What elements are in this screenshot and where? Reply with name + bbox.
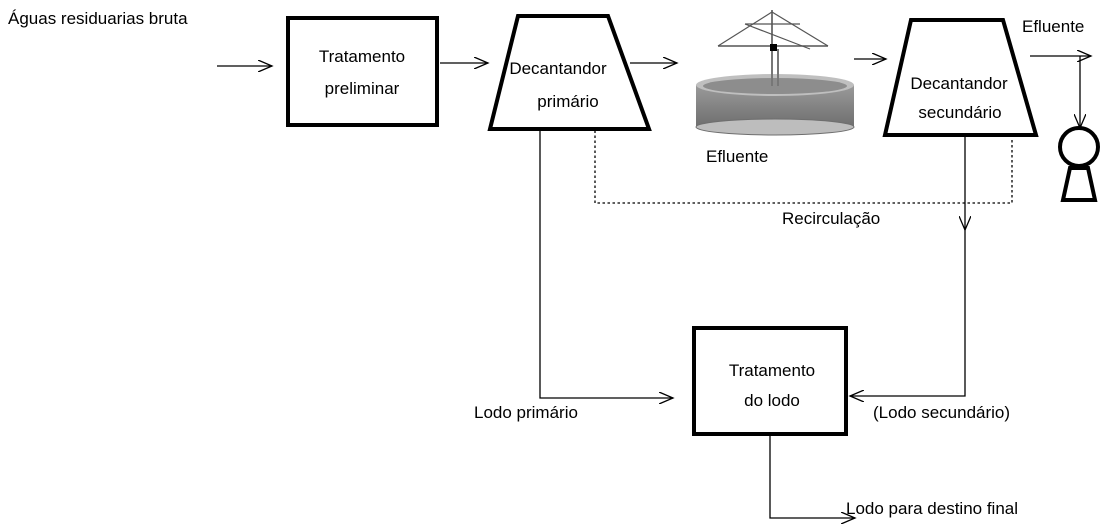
secondary-clarifier-label-line1: Decantandor xyxy=(910,74,1008,93)
secondary-sludge-line xyxy=(850,230,966,396)
raw-wastewater-label: Águas residuarias bruta xyxy=(8,9,188,28)
preliminary-label-line2: preliminar xyxy=(325,79,400,98)
primary-sludge-line xyxy=(539,130,673,398)
sludge-treatment-label-line2: do lodo xyxy=(744,391,800,410)
secondary-clarifier: Decantandor secundário xyxy=(882,18,1039,137)
pump-icon xyxy=(1058,126,1100,202)
aeration-tank-icon xyxy=(695,10,855,136)
final-destination-label: Lodo para destino final xyxy=(846,499,1018,518)
aeration-effluent-label: Efluente xyxy=(706,147,768,166)
final-destination-line xyxy=(769,436,855,518)
final-effluent-label: Efluente xyxy=(1022,17,1084,36)
secondary-sludge-label: (Lodo secundário) xyxy=(873,403,1010,422)
recirculation-line xyxy=(594,130,1013,204)
preliminary-label-line1: Tratamento xyxy=(319,47,405,66)
primary-sludge-label: Lodo primário xyxy=(474,403,578,422)
primary-clarifier-label-line1: Decantandor xyxy=(509,59,607,78)
primary-clarifier-label-line2: primário xyxy=(537,92,598,111)
sludge-treatment-box: Tratamento do lodo xyxy=(692,326,848,436)
secondary-clarifier-label-line2: secundário xyxy=(918,103,1001,122)
sludge-treatment-label-line1: Tratamento xyxy=(729,361,815,380)
recirculation-label: Recirculação xyxy=(782,209,880,228)
preliminary-treatment-box: Tratamento preliminar xyxy=(286,16,439,127)
primary-clarifier: Decantandor primário xyxy=(487,14,652,131)
